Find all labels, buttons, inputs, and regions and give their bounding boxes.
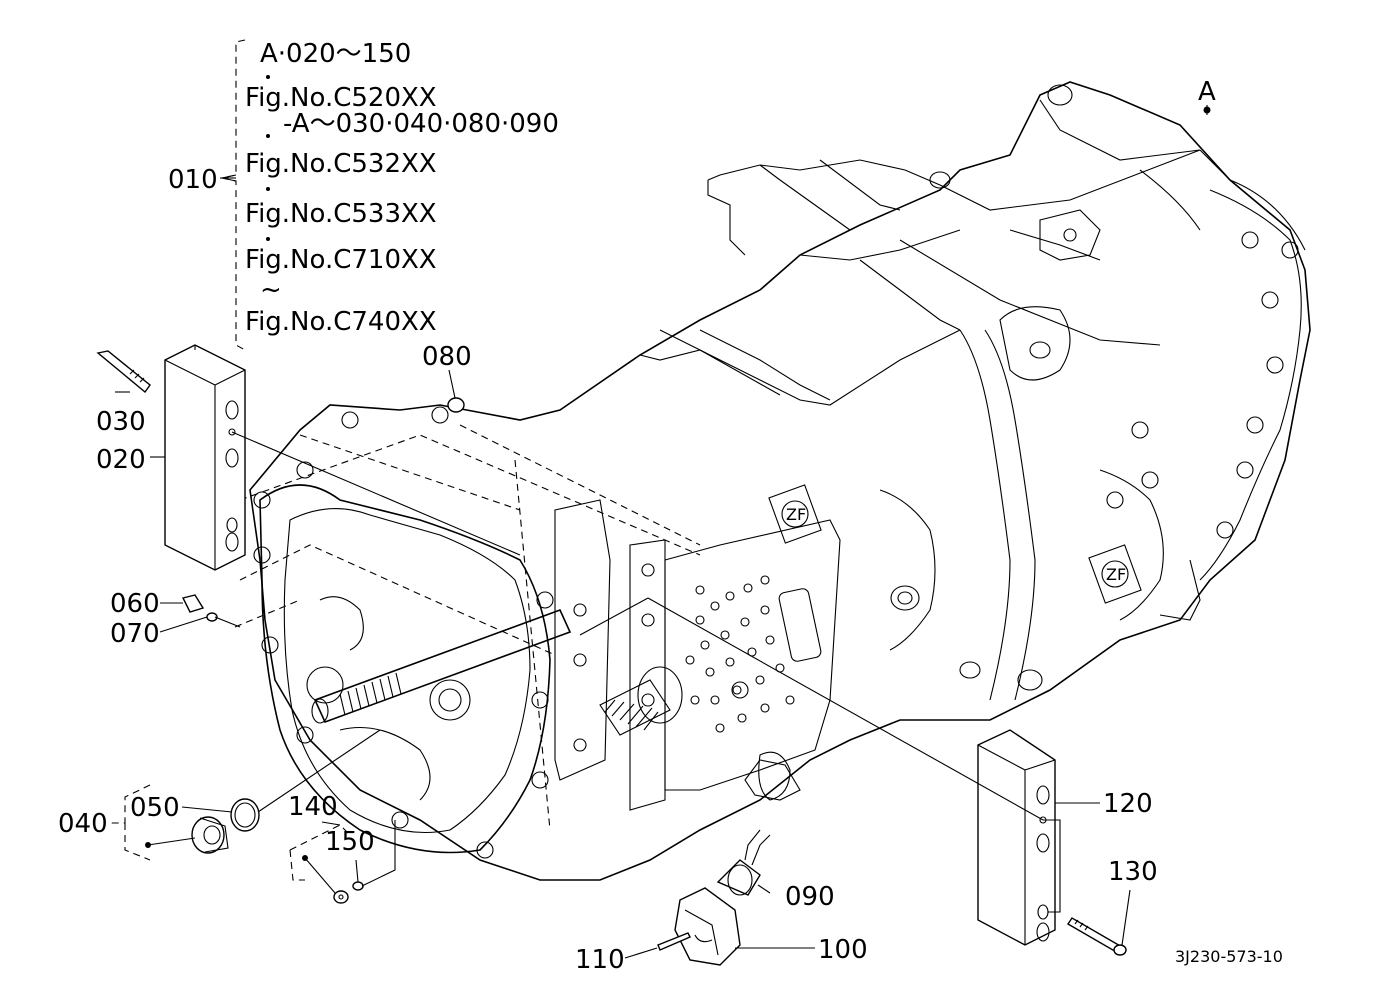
callout-100: 100 [818, 935, 868, 965]
pin-part-060 [181, 594, 205, 613]
callout-labels: 010 020 030 040 050 060 070 080 090 100 … [58, 77, 1216, 975]
transmission-housing: ZF ZF [249, 81, 1311, 881]
svg-text:ZF: ZF [1106, 565, 1126, 584]
o-ring-part-050 [230, 798, 260, 832]
gear-pack [599, 666, 683, 736]
ref-fig-c533xx: Fig.No.C533XX [245, 199, 437, 229]
bolt-part-030 [96, 350, 151, 394]
callout-140: 140 [288, 792, 338, 822]
callout-080: 080 [422, 342, 472, 372]
seal-part-150 [352, 881, 364, 891]
ref-line-a-030-090: -A～030·040·080·090 [283, 109, 559, 139]
zf-logo-upper: ZF [768, 484, 822, 544]
ref-line-a-020-150: A·020～150 [260, 39, 411, 69]
leader-lines [110, 39, 1211, 959]
screw-part-140 [333, 890, 349, 904]
callout-a: A [1198, 77, 1216, 107]
callout-090: 090 [785, 882, 835, 912]
callout-020: 020 [96, 445, 146, 475]
callout-070: 070 [110, 619, 160, 649]
zf-logo-lower: ZF [1088, 544, 1142, 604]
block-part-120 [977, 729, 1056, 946]
callout-050: 050 [130, 793, 180, 823]
sensor-part-090 [716, 829, 771, 896]
ref-fig-c710xx: Fig.No.C710XX [245, 245, 437, 275]
o-ring-part-080 [447, 397, 465, 413]
figure-reference-block: A·020～150 Fig.No.C520XX -A～030·040·080·0… [245, 39, 559, 337]
callout-010: 010 [168, 165, 218, 195]
cover-part-100 [674, 887, 741, 966]
callout-040: 040 [58, 809, 108, 839]
ref-fig-c520xx: Fig.No.C520XX [245, 83, 437, 113]
ref-tilde: ~ [260, 275, 282, 305]
callout-030: 030 [96, 407, 146, 437]
block-part-020 [164, 344, 246, 571]
callout-120: 120 [1103, 789, 1153, 819]
callout-060: 060 [110, 589, 160, 619]
ref-fig-c740xx: Fig.No.C740XX [245, 307, 437, 337]
ref-fig-c532xx: Fig.No.C532XX [245, 149, 437, 179]
plug-part-040 [191, 816, 229, 854]
callout-130: 130 [1108, 857, 1158, 887]
callout-150: 150 [325, 827, 375, 857]
svg-text:ZF: ZF [786, 505, 806, 524]
bolt-part-130 [1067, 917, 1127, 956]
screw-part-110 [657, 932, 691, 951]
hydraulic-control-plate [664, 519, 841, 791]
callout-110: 110 [575, 945, 625, 975]
drawing-number: 3J230-573-10 [1175, 947, 1283, 966]
input-shaft [311, 608, 572, 724]
